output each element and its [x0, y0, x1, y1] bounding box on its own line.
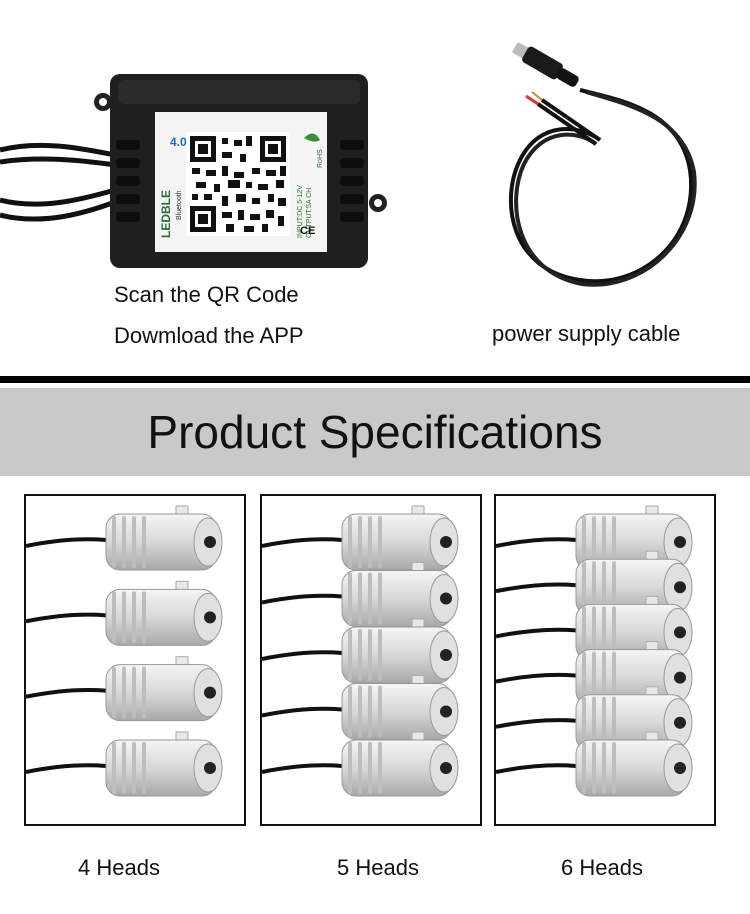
- light-head: [26, 731, 223, 797]
- light-head: [262, 731, 459, 797]
- variant-label-6: 6 Heads: [561, 855, 643, 880]
- rohs-label: RoHS: [317, 149, 324, 168]
- light-head: [26, 505, 223, 571]
- variant-panel-5: [260, 494, 482, 826]
- light-head: [496, 731, 693, 797]
- light-head: [262, 562, 459, 627]
- scan-qr-caption: Scan the QR Code: [114, 282, 299, 307]
- output-spec-label: OUTPUT:5A CH: [306, 188, 313, 238]
- light-head: [26, 656, 223, 722]
- heads-image-5: [262, 505, 459, 797]
- variant-panel-6: [494, 494, 716, 826]
- brand-label: LEDBLE: [159, 190, 173, 238]
- variant-panel-4: [24, 494, 246, 826]
- heads-image-6: [496, 505, 693, 797]
- light-head: [262, 675, 459, 740]
- input-spec-label: INPUT:DC 5-12V: [297, 185, 304, 238]
- light-head: [262, 505, 459, 571]
- section-title: Product Specifications: [147, 406, 603, 458]
- section-title-band: [0, 388, 750, 476]
- power-cable-caption: power supply cable: [492, 321, 681, 346]
- light-head: [262, 618, 459, 684]
- heads-image-4: [26, 505, 223, 797]
- section-divider: [0, 376, 750, 383]
- controller-box-image: LEDBLE Bluetooth 4.0 INPUT:DC 5-12V OUTP…: [0, 74, 387, 268]
- power-cable-image: [508, 42, 697, 287]
- light-head: [26, 580, 223, 646]
- bluetooth-label: Bluetooth: [176, 190, 183, 220]
- variant-label-4: 4 Heads: [78, 855, 160, 880]
- rohs-leaf-icon: [304, 133, 320, 142]
- ce-mark: CE: [300, 225, 315, 237]
- version-label: 4.0: [170, 135, 187, 149]
- variant-label-5: 5 Heads: [337, 855, 419, 880]
- download-app-caption: Dowmload the APP: [114, 323, 304, 348]
